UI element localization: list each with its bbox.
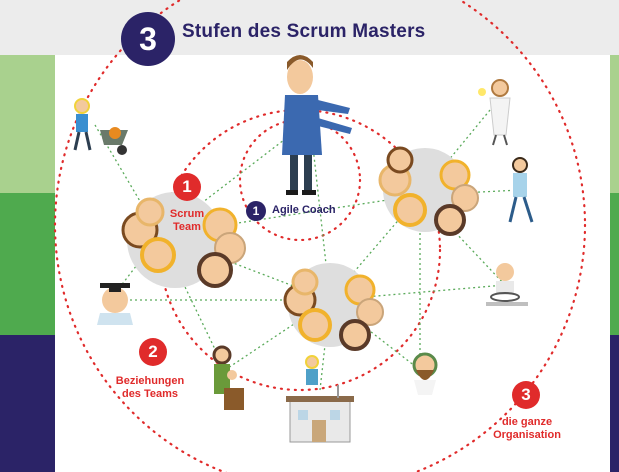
scrum-team-label: Scrum Team — [160, 208, 214, 234]
organisation-label: die ganze Organisation — [487, 416, 567, 442]
organisation-label-line1: die ganze — [501, 416, 553, 428]
scrum-team-number: 1 — [173, 173, 201, 201]
agile-coach-number: 1 — [246, 201, 266, 221]
team-cluster-center — [283, 263, 384, 351]
scientist-icon — [478, 79, 511, 146]
graduate-icon — [97, 283, 133, 325]
top-band — [0, 0, 619, 55]
building-with-figure-icon — [286, 355, 354, 443]
agile-coach-figure — [282, 55, 352, 195]
page-title: Stufen des Scrum Masters — [182, 21, 426, 42]
agile-coach-label: Agile Coach — [272, 204, 336, 216]
mother-with-child-icon — [212, 345, 244, 410]
team-relations-number: 2 — [139, 338, 167, 366]
team-cluster-right — [378, 146, 479, 236]
stage-3-ring — [53, 0, 587, 472]
team-cluster-left — [121, 192, 246, 288]
team-relations-label-line2: des Teams — [121, 388, 179, 400]
worker-wheelbarrow-icon — [73, 98, 128, 155]
stage-count-badge: 3 — [121, 12, 175, 66]
walking-person-icon — [508, 157, 534, 223]
team-relations-label-line1: Beziehungen — [115, 375, 185, 387]
scrum-team-label-line1: Scrum — [169, 208, 205, 220]
bearded-man-icon — [412, 352, 438, 395]
team-relations-label: Beziehungen des Teams — [100, 375, 200, 401]
driver-icon — [486, 263, 528, 306]
stage-1-ring — [238, 118, 362, 242]
organisation-label-line2: Organisation — [493, 429, 561, 441]
scrum-team-label-line2: Team — [173, 221, 201, 233]
organisation-number: 3 — [512, 381, 540, 409]
